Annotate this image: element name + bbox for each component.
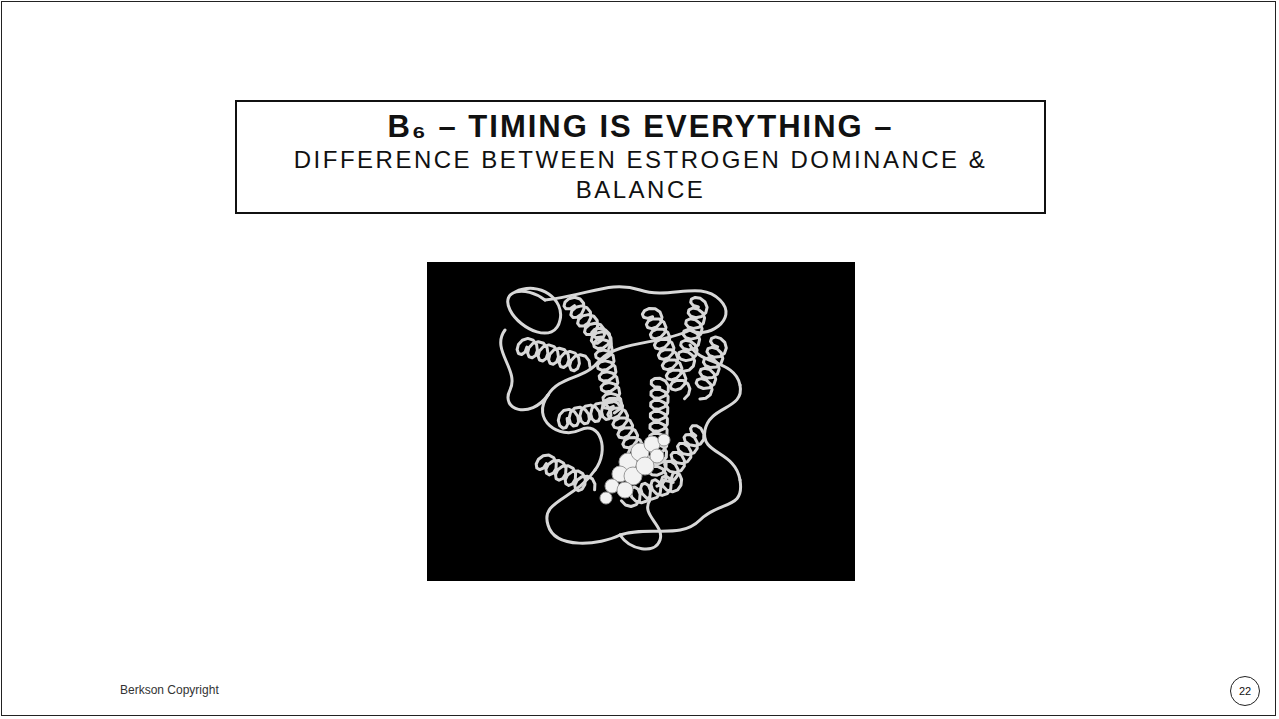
protein-ribbon — [501, 287, 741, 549]
helix-coil — [642, 308, 690, 398]
title-box: B₆ – TIMING IS EVERYTHING –DIFFERENCE BE… — [235, 100, 1046, 214]
image-background — [427, 262, 855, 581]
helix-coil — [696, 337, 726, 399]
helix-coil — [536, 455, 595, 491]
copyright-note: Berkson Copyright — [120, 683, 219, 697]
page-number: 22 — [1239, 685, 1251, 697]
helix-coil — [517, 338, 590, 370]
helix-coil — [663, 426, 703, 482]
page-number-circle: 22 — [1230, 676, 1260, 706]
title-text: B₆ – TIMING IS EVERYTHING – — [253, 109, 1028, 145]
ligand-spheres — [600, 434, 670, 504]
subtitle-text: DIFFERENCE BETWEEN ESTROGEN DOMINANCE & … — [253, 145, 1028, 205]
